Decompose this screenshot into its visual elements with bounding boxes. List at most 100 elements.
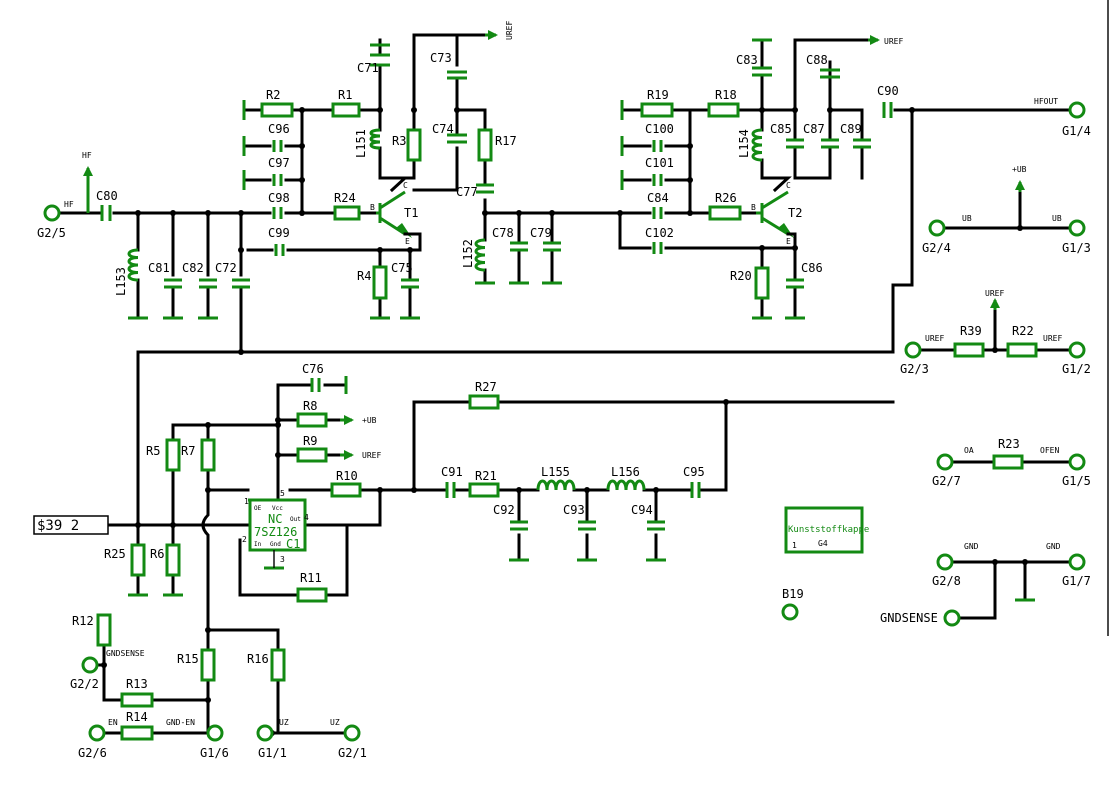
label-r12: R12 <box>72 614 94 628</box>
label-r6: R6 <box>150 547 164 561</box>
net-en: EN <box>108 718 118 727</box>
label-c92: C92 <box>493 503 515 517</box>
ic-part: 7SZ126 <box>254 525 297 539</box>
label-c86: C86 <box>801 261 823 275</box>
ic-in: In <box>254 541 262 548</box>
net-ub-right: UB <box>1052 214 1062 223</box>
box-ref: G4 <box>818 539 828 548</box>
label-r11: R11 <box>300 571 322 585</box>
capacitor-symbols <box>100 38 1035 602</box>
conn-g2-5: G2/5 <box>37 226 66 240</box>
label-r24: R24 <box>334 191 356 205</box>
ic-labels: OE Vcc NC Out 7SZ126 C1 In Gnd 1 2 3 4 5… <box>242 489 869 564</box>
conn-g1-1: G1/1 <box>258 746 287 760</box>
label-c75: C75 <box>391 261 413 275</box>
label-r13: R13 <box>126 677 148 691</box>
label-c102: C102 <box>645 226 674 240</box>
conn-g2-7: G2/7 <box>932 474 961 488</box>
signal-arrows <box>83 30 1025 460</box>
net-uref-t1: UREF <box>505 21 514 40</box>
label-r21: R21 <box>475 469 497 483</box>
gndsense-pad-label: GNDSENSE <box>880 611 938 625</box>
label-c89: C89 <box>840 122 862 136</box>
conn-g1-7: G1/7 <box>1062 574 1091 588</box>
net-uz-right: UZ <box>330 718 340 727</box>
label-c97: C97 <box>268 156 290 170</box>
label-c85: C85 <box>770 122 792 136</box>
label-r5: R5 <box>146 444 160 458</box>
label-r27: R27 <box>475 380 497 394</box>
net-ub-left: UB <box>962 214 972 223</box>
label-c76: C76 <box>302 362 324 376</box>
ic-nc: NC <box>268 512 282 526</box>
label-c88: C88 <box>806 53 828 67</box>
ic-gnd: Gnd <box>270 541 281 548</box>
label-c83: C83 <box>736 53 758 67</box>
ic-7sz126 <box>248 498 307 568</box>
label-c82: C82 <box>182 261 204 275</box>
conn-g2-4: G2/4 <box>922 241 951 255</box>
connector-labels: G2/5 G1/4 G2/4 G1/3 G2/3 G1/2 G2/7 G1/5 … <box>37 124 1091 760</box>
label-b19: B19 <box>782 587 804 601</box>
sheet-ref: $39 2 <box>37 518 79 534</box>
ic-oe: OE <box>254 505 262 512</box>
ic-vcc: Vcc <box>272 505 283 512</box>
label-r22: R22 <box>1012 324 1034 338</box>
ic-pin5: 5 <box>280 489 285 498</box>
label-r19: R19 <box>647 88 669 102</box>
net-uref-r9: UREF <box>362 451 381 460</box>
label-c87: C87 <box>803 122 825 136</box>
label-r9: R9 <box>303 434 317 448</box>
label-l156: L156 <box>611 465 640 479</box>
label-r14: R14 <box>126 710 148 724</box>
label-r23: R23 <box>998 437 1020 451</box>
net-hf-arrow: HF <box>82 151 92 160</box>
wiring <box>38 33 1072 735</box>
conn-g1-2: G1/2 <box>1062 362 1091 376</box>
net-uref-right: UREF <box>1043 334 1062 343</box>
label-r8: R8 <box>303 399 317 413</box>
ic-ref: C1 <box>286 537 300 551</box>
label-c95: C95 <box>683 465 705 479</box>
conn-g2-6: G2/6 <box>78 746 107 760</box>
conn-g2-1: G2/1 <box>338 746 367 760</box>
conn-g1-3: G1/3 <box>1062 241 1091 255</box>
label-l155: L155 <box>541 465 570 479</box>
label-c94: C94 <box>631 503 653 517</box>
net-uref-top: UREF <box>985 289 1004 298</box>
label-c72: C72 <box>215 261 237 275</box>
label-c91: C91 <box>441 465 463 479</box>
conn-g1-6: G1/6 <box>200 746 229 760</box>
pin-e-t1: E <box>405 237 410 246</box>
net-gnd-left: GND <box>964 542 979 551</box>
label-t2: T2 <box>788 206 802 220</box>
ic-pin1: 1 <box>244 497 249 506</box>
net-gnd-en: GND-EN <box>166 718 195 727</box>
label-l154: L154 <box>737 129 751 158</box>
label-l152: L152 <box>461 239 475 268</box>
label-r26: R26 <box>715 191 737 205</box>
net-uz-left: UZ <box>279 718 289 727</box>
net-gnd-right: GND <box>1046 542 1061 551</box>
transistor-symbols <box>376 190 797 252</box>
label-c99: C99 <box>268 226 290 240</box>
ic-out: Out <box>290 516 301 523</box>
label-c79: C79 <box>530 226 552 240</box>
kunststoffkappe-box <box>784 506 864 554</box>
label-r2: R2 <box>266 88 280 102</box>
label-r25: R25 <box>104 547 126 561</box>
label-r17: R17 <box>495 134 517 148</box>
label-r4: R4 <box>357 269 371 283</box>
junction-dots <box>101 107 1028 736</box>
conn-g2-2: G2/2 <box>70 677 99 691</box>
label-c90: C90 <box>877 84 899 98</box>
net-ofen: OFEN <box>1040 446 1059 455</box>
label-l153: L153 <box>114 267 128 296</box>
conn-g2-3: G2/3 <box>900 362 929 376</box>
conn-g1-5: G1/5 <box>1062 474 1091 488</box>
label-c101: C101 <box>645 156 674 170</box>
pin-c-t2: C <box>786 181 791 190</box>
net-oa: OA <box>964 446 974 455</box>
label-r39: R39 <box>960 324 982 338</box>
box-pin: 1 <box>792 541 797 550</box>
